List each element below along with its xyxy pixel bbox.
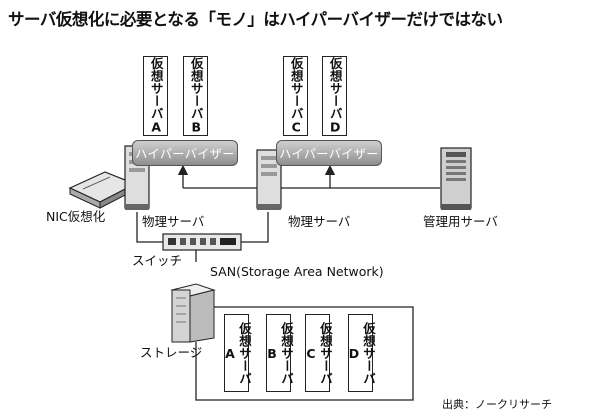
storage-vm-box: 仮想サーバD bbox=[347, 314, 376, 392]
nic-label: NIC仮想化 bbox=[46, 209, 106, 224]
storage-vm-box: 仮想サーバB bbox=[265, 314, 294, 392]
vm-box: 仮想サーバA bbox=[143, 56, 168, 136]
management-line bbox=[177, 164, 440, 189]
server-tower-2-icon bbox=[256, 149, 282, 210]
source-label: 出典：ノークリサーチ bbox=[442, 398, 552, 411]
management-server-icon bbox=[440, 147, 472, 210]
storage-vm-box: 仮想サーバC bbox=[304, 314, 333, 392]
storage-label: ストレージ bbox=[140, 345, 203, 360]
vm-box: 仮想サーバD bbox=[322, 56, 347, 136]
vm-box: 仮想サーバC bbox=[283, 56, 308, 136]
switch-label: スイッチ bbox=[132, 253, 183, 268]
storage-device-icon bbox=[170, 283, 216, 343]
san-label: SAN(Storage Area Network) bbox=[210, 264, 384, 279]
mgmt-server-label: 管理用サーバ bbox=[423, 214, 498, 229]
diagram-title: サーバ仮想化に必要となる「モノ」はハイパーバイザーだけではない bbox=[8, 10, 503, 29]
server1-label: 物理サーバ bbox=[142, 214, 205, 229]
hypervisor-1: ハイパーバイザー bbox=[132, 140, 238, 166]
server2-label: 物理サーバ bbox=[288, 214, 351, 229]
vm-box: 仮想サーバB bbox=[183, 56, 208, 136]
hypervisor-2: ハイパーバイザー bbox=[276, 140, 382, 166]
storage-vm-box: 仮想サーバA bbox=[223, 314, 252, 392]
switch-icon bbox=[162, 233, 242, 251]
switch-cables bbox=[136, 212, 269, 262]
